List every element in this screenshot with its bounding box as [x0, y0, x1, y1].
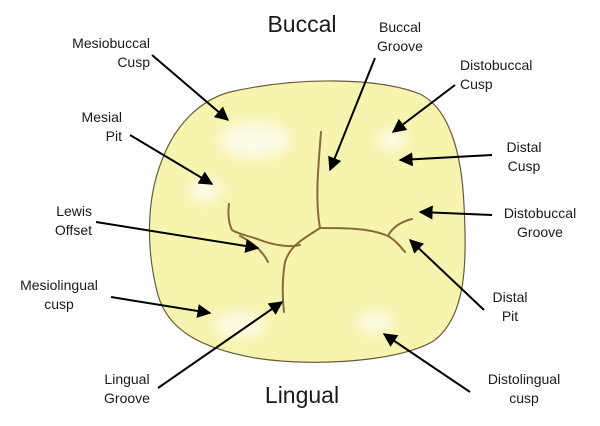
buccal-groove-line	[316, 131, 322, 229]
distobuccal-groove-line	[387, 218, 413, 237]
tooth-crown-outline	[148, 80, 466, 363]
label-buccal-groove: Buccal Groove	[377, 19, 423, 54]
label-distal-cusp: Distal Cusp	[506, 139, 542, 174]
label-distal-pit: Distal Pit	[492, 289, 528, 324]
arrow-distobuccal-cusp	[391, 84, 456, 133]
label-mesiolingual-cusp: Mesiolingual cusp	[20, 277, 98, 312]
arrow-distal-cusp	[398, 152, 493, 167]
label-mesial-pit: Mesial Pit	[81, 109, 122, 144]
arrow-buccal-groove	[328, 57, 376, 172]
label-distobuccal-groove: Distobuccal Groove	[503, 205, 577, 240]
lingual-heading: Lingual	[264, 382, 340, 408]
occlusal-grooves	[227, 131, 413, 313]
label-arrows	[95, 54, 493, 393]
arrow-distolingual-cusp	[382, 333, 471, 393]
label-distobuccal-cusp: Distobuccal Cusp	[460, 57, 533, 92]
buccal-heading: Buccal	[267, 11, 337, 37]
arrow-mesiobuccal-cusp	[151, 54, 230, 121]
arrow-mesiolingual-cusp	[110, 296, 212, 318]
label-distolingual-cusp: Distolingual cusp	[487, 371, 561, 406]
arrow-distal-pit	[408, 239, 485, 311]
central-groove-line	[281, 227, 321, 313]
label-mesiobuccal-cusp: Mesiobuccal Cusp	[72, 35, 150, 70]
arrow-distobuccal-groove	[418, 205, 493, 220]
label-lewis-offset: Lewis Offset	[54, 203, 92, 238]
arrow-mesial-pit	[129, 134, 214, 185]
mesial-groove-line	[227, 203, 301, 248]
arrow-lewis-offset	[95, 221, 260, 253]
label-lingual-groove: Lingual Groove	[104, 371, 150, 406]
arrow-lingual-groove	[157, 301, 284, 389]
